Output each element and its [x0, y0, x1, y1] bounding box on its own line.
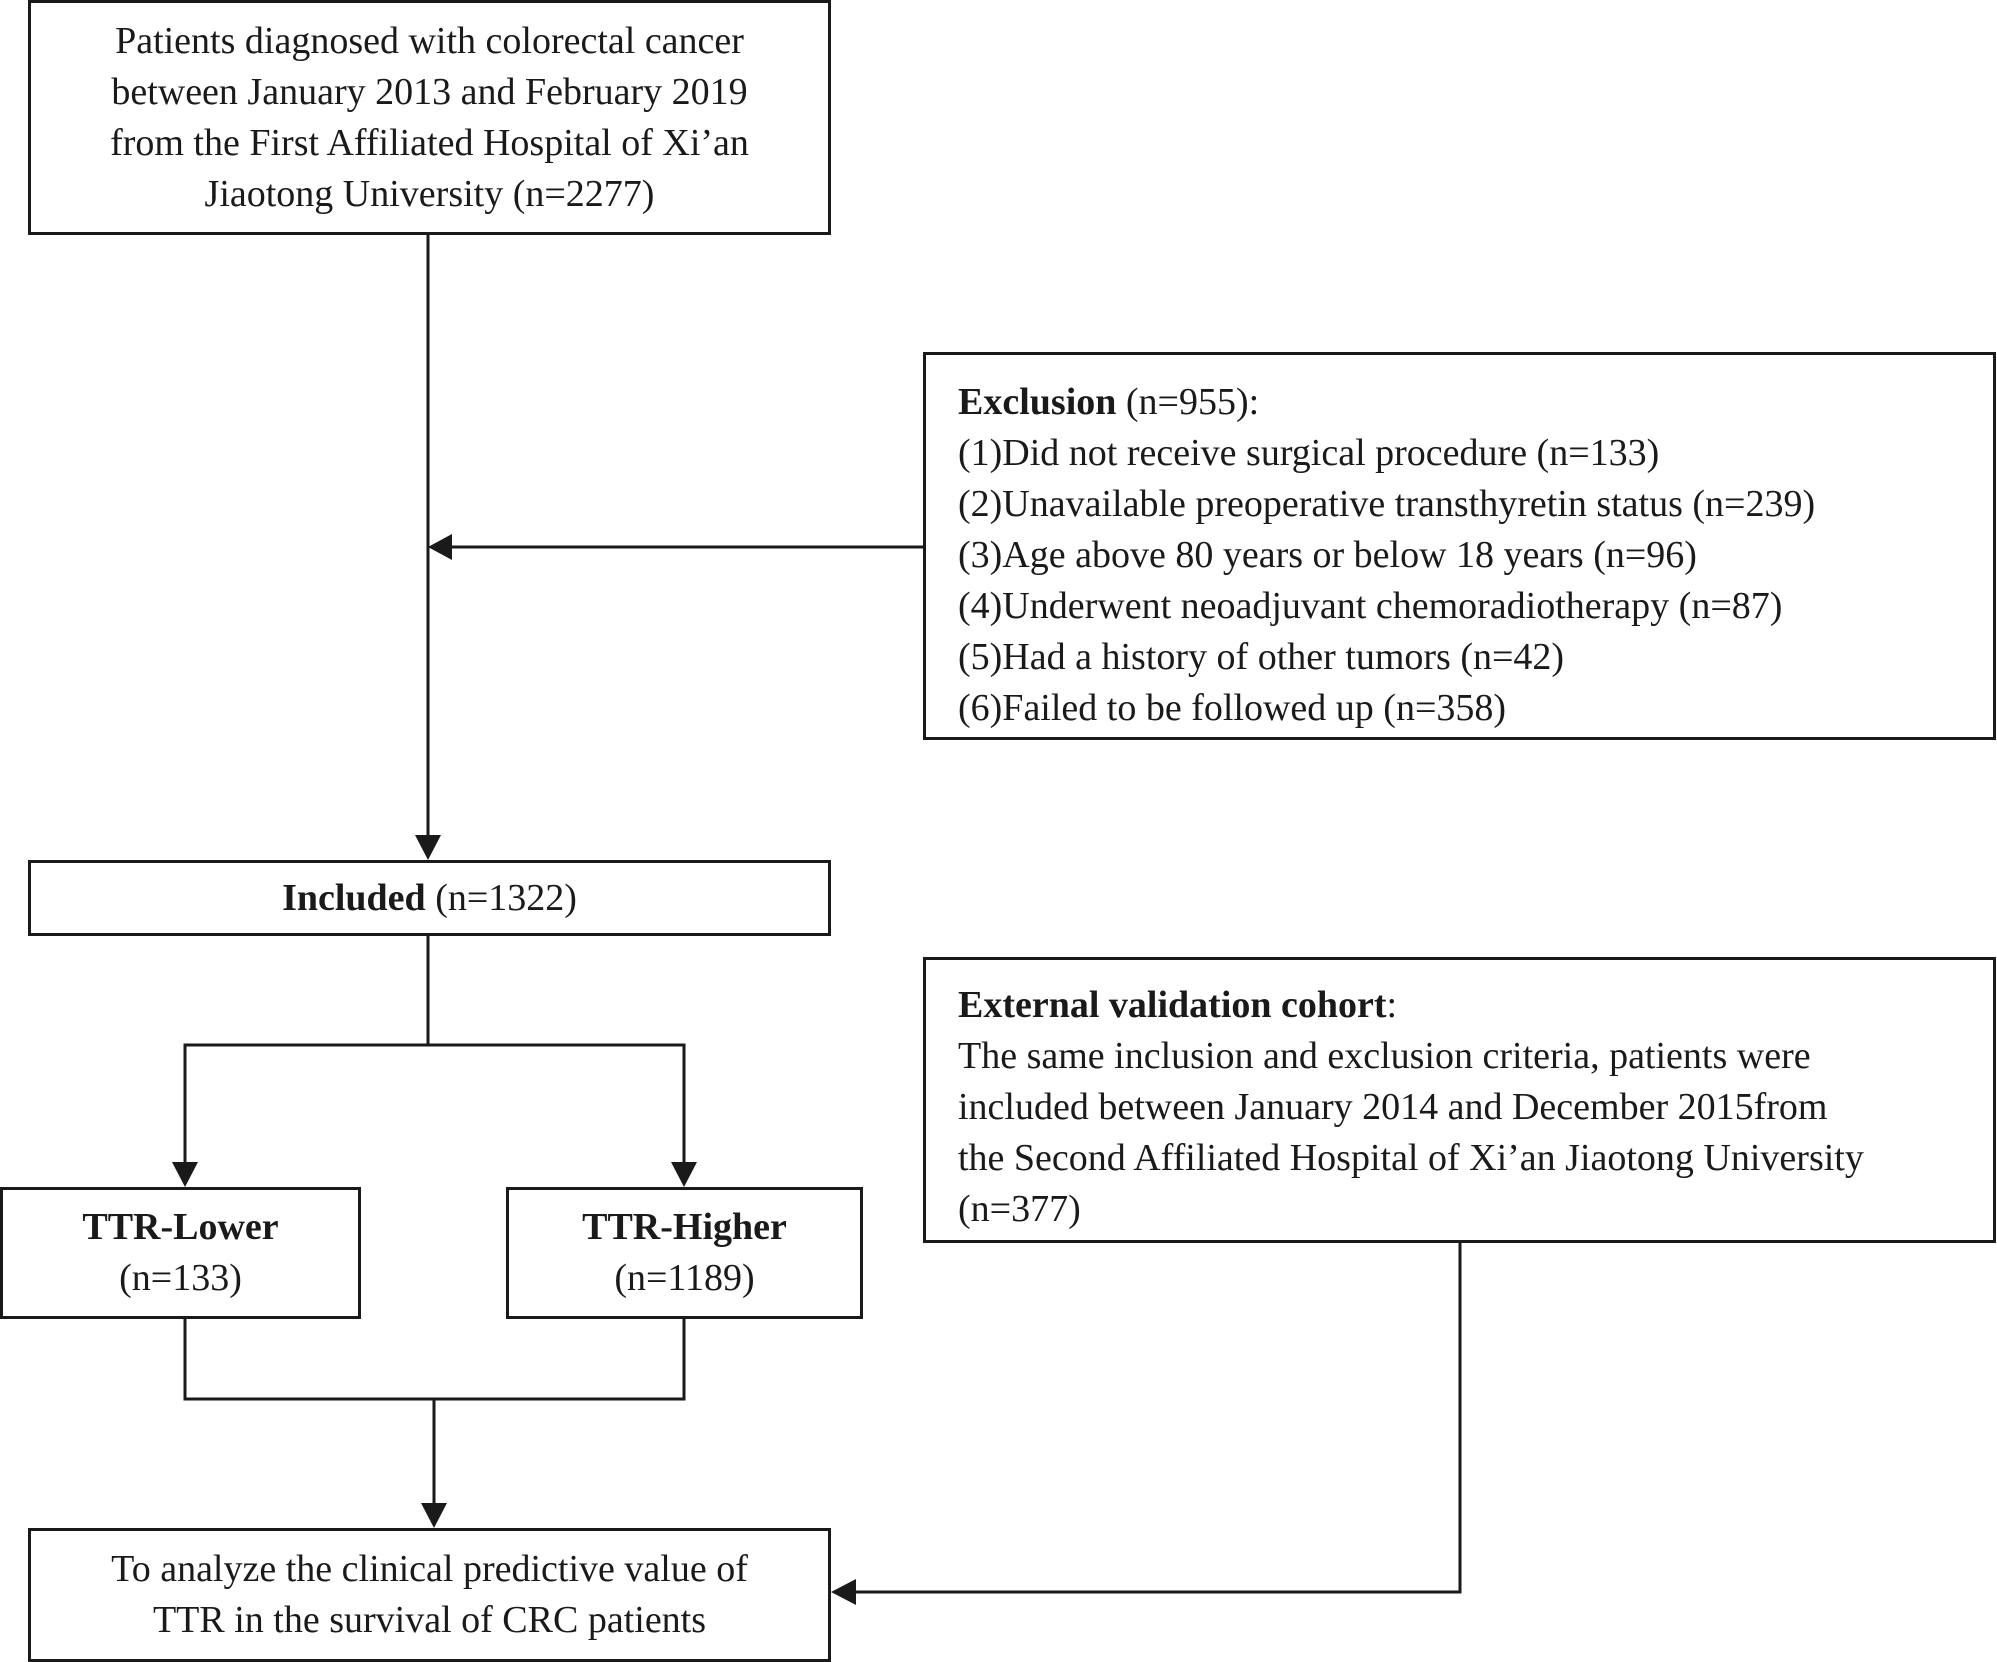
external-validation-box: External validation cohort: The same inc… — [923, 957, 1996, 1243]
start-box-line: from the First Affiliated Hospital of Xi… — [110, 121, 749, 164]
exclusion-item: (1)Did not receive surgical procedure (n… — [958, 432, 1660, 474]
ttr-higher-box: TTR-Higher (n=1189) — [506, 1187, 863, 1319]
arrowhead-analyze-top — [421, 1503, 447, 1528]
start-box: Patients diagnosed with colorectal cance… — [28, 0, 831, 235]
exclusion-item: (4)Underwent neoadjuvant chemoradiothera… — [958, 585, 1783, 627]
external-line: included between January 2014 and Decemb… — [958, 1086, 1828, 1128]
analyze-box: To analyze the clinical predictive value… — [28, 1528, 831, 1662]
included-line: Included (n=1322) — [282, 873, 577, 924]
arrowhead-analyze-right — [831, 1579, 856, 1605]
connector-groups-join — [183, 1319, 686, 1401]
connector-included-split-right — [428, 1043, 686, 1162]
exclusion-item: (5)Had a history of other tumors (n=42) — [958, 636, 1565, 678]
exclusion-count: (n=955): — [1116, 381, 1260, 423]
ttr-higher-heading: TTR-Higher — [582, 1206, 787, 1248]
exclusion-item: (2)Unavailable preoperative transthyreti… — [958, 483, 1816, 525]
start-box-line: between January 2013 and February 2019 — [111, 70, 748, 113]
arrowhead-included — [415, 835, 441, 860]
arrowhead-ttr-higher — [671, 1162, 697, 1187]
arrow-external-to-analyze — [856, 1243, 1462, 1594]
exclusion-box: Exclusion (n=955): (1)Did not receive su… — [923, 352, 1996, 740]
external-heading-line: External validation cohort: — [958, 980, 1973, 1031]
analyze-line: TTR in the survival of CRC patients — [152, 1599, 707, 1641]
start-box-line: Patients diagnosed with colorectal cance… — [115, 19, 744, 62]
arrowhead-exclusion — [428, 534, 452, 560]
ttr-lower-heading: TTR-Lower — [82, 1206, 279, 1248]
exclusion-heading: Exclusion — [958, 381, 1117, 423]
external-line: The same inclusion and exclusion criteri… — [958, 1035, 1811, 1077]
included-count: (n=1322) — [425, 876, 577, 919]
included-box: Included (n=1322) — [28, 860, 831, 936]
ttr-lower-count: (n=133) — [119, 1257, 242, 1299]
ttr-lower-box: TTR-Lower (n=133) — [0, 1187, 361, 1319]
arrowhead-ttr-lower — [172, 1162, 198, 1187]
analyze-line: To analyze the clinical predictive value… — [111, 1548, 748, 1590]
external-line: (n=377) — [958, 1188, 1081, 1230]
external-line: the Second Affiliated Hospital of Xi’an … — [958, 1137, 1864, 1179]
exclusion-item: (3)Age above 80 years or below 18 years … — [958, 534, 1697, 576]
connector-included-split — [183, 936, 430, 1162]
ttr-higher-count: (n=1189) — [614, 1257, 755, 1299]
included-heading: Included — [282, 876, 426, 919]
exclusion-item: (6)Failed to be followed up (n=358) — [958, 687, 1507, 729]
exclusion-heading-line: Exclusion (n=955): — [958, 377, 1993, 428]
start-box-line: Jiaotong University (n=2277) — [204, 172, 655, 215]
external-heading: External validation cohort — [958, 984, 1387, 1026]
external-heading-suffix: : — [1386, 984, 1398, 1026]
